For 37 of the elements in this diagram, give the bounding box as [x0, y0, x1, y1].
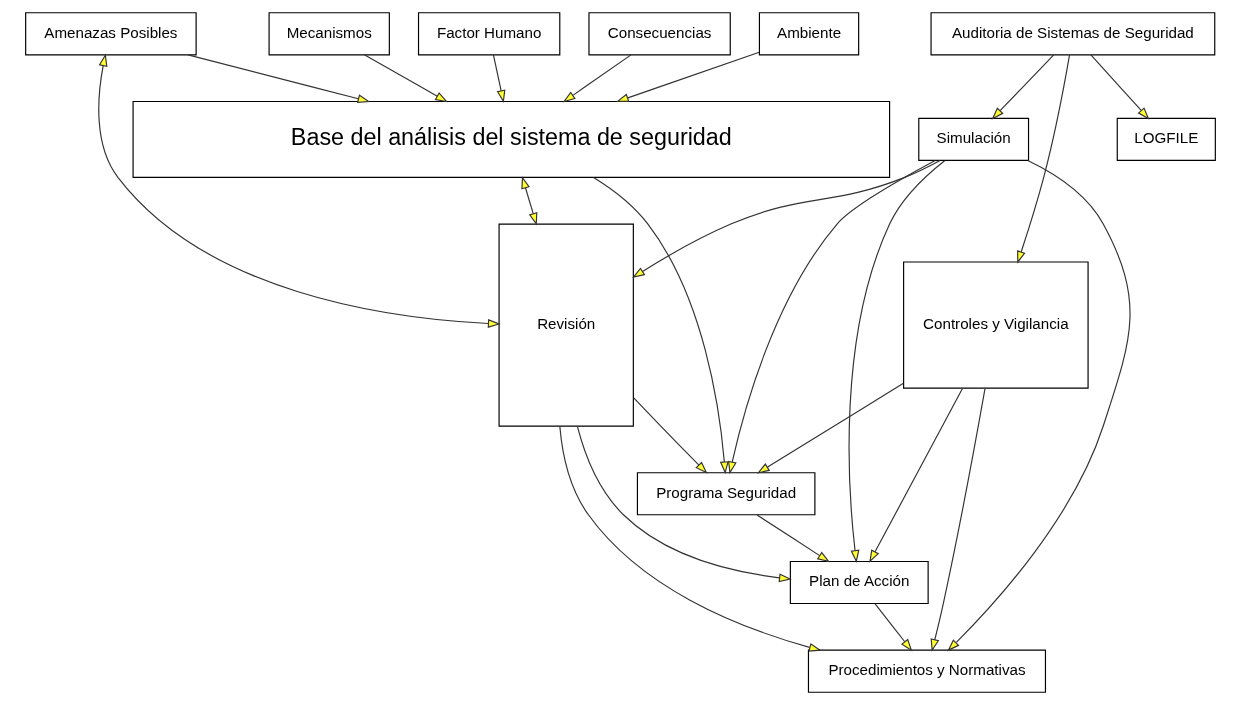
node-box: Auditoria de Sistemas de Seguridad — [930, 12, 1216, 56]
arrow — [947, 160, 1131, 652]
arrow — [492, 54, 506, 103]
arrow — [756, 514, 831, 563]
arrow — [756, 382, 904, 474]
node-box: Factor Humano — [417, 12, 561, 56]
arrow — [633, 397, 708, 474]
node-box: Controles y Vigilancia — [903, 261, 1089, 389]
node-box: Ambiente — [758, 12, 860, 56]
arrow — [632, 159, 941, 279]
arrow — [869, 387, 964, 563]
arrow — [363, 54, 449, 103]
arrow — [848, 160, 946, 563]
node-box: Consecuencias — [588, 12, 731, 56]
node-box: Revisión — [498, 223, 634, 427]
arrow — [1017, 54, 1071, 264]
arrow — [559, 425, 822, 652]
arrow — [576, 425, 792, 583]
arrow — [98, 53, 501, 328]
arrow — [562, 54, 632, 103]
arrow — [187, 54, 371, 104]
node-box: Amenazas Posibles — [25, 12, 197, 56]
arrow — [874, 603, 913, 652]
node-box: LOGFILE — [1116, 117, 1216, 162]
node-box: Programa Seguridad — [636, 472, 816, 516]
arrow — [592, 176, 729, 475]
arrow — [615, 51, 760, 102]
arrow — [930, 388, 986, 652]
arrow — [727, 160, 936, 475]
node-box: Procedimientos y Normativas — [807, 649, 1047, 693]
node-box: Mecanismos — [268, 12, 390, 56]
arrow — [991, 54, 1055, 120]
arrow — [521, 176, 538, 226]
node-box: Simulación — [918, 117, 1030, 162]
arrow — [1090, 54, 1150, 120]
node-box: Base del análisis del sistema de seguridad — [132, 100, 891, 178]
node-box: Plan de Acción — [789, 560, 929, 605]
